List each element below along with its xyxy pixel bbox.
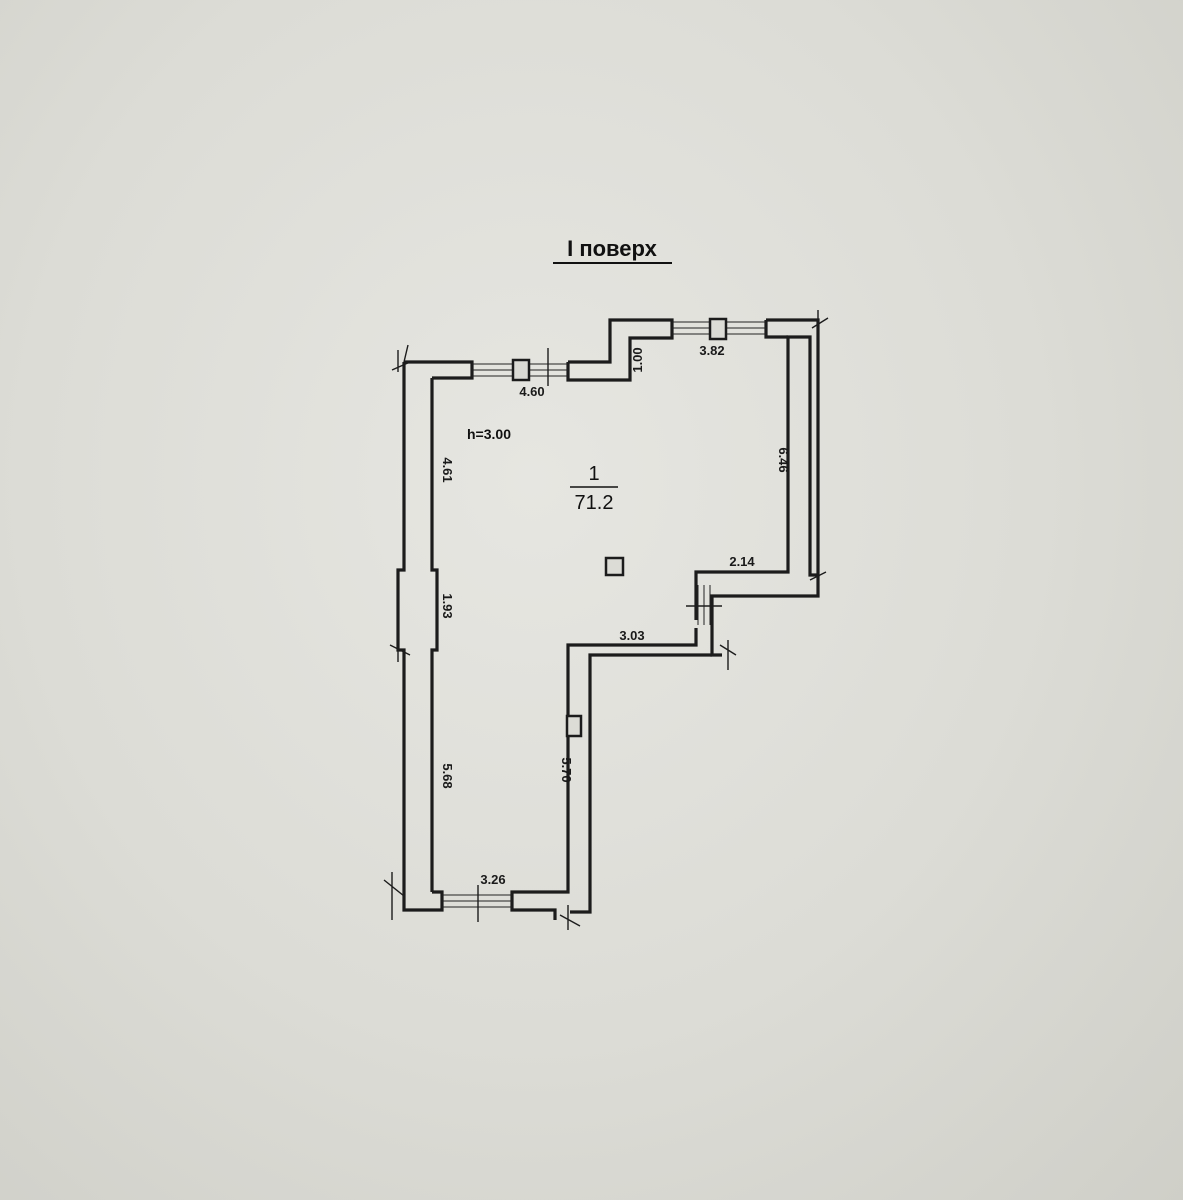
dim-left-upper: 4.61 bbox=[440, 457, 455, 482]
dim-right-wall: 6.46 bbox=[776, 447, 791, 472]
dim-top-right-width: 3.82 bbox=[699, 343, 724, 358]
column-square bbox=[604, 556, 625, 577]
windows bbox=[442, 317, 766, 922]
dim-inner-left: 5.70 bbox=[559, 757, 574, 782]
dim-top-left-width: 4.60 bbox=[519, 384, 544, 399]
outer-walls bbox=[396, 318, 820, 920]
dim-left-lower: 5.68 bbox=[440, 763, 455, 788]
room-number: 1 bbox=[588, 463, 599, 485]
floor-title: І поверх bbox=[567, 236, 658, 261]
room-height: h=3.00 bbox=[467, 426, 511, 442]
dim-top-step: 1.00 bbox=[630, 347, 645, 372]
dim-bottom-width: 3.26 bbox=[480, 872, 505, 887]
break-marks bbox=[383, 310, 829, 930]
dim-inner-step: 3.03 bbox=[619, 628, 644, 643]
wall-niche bbox=[565, 714, 583, 738]
dim-left-middle: 1.93 bbox=[440, 593, 455, 618]
dim-right-notch: 2.14 bbox=[729, 554, 755, 569]
room-area: 71.2 bbox=[575, 492, 614, 514]
